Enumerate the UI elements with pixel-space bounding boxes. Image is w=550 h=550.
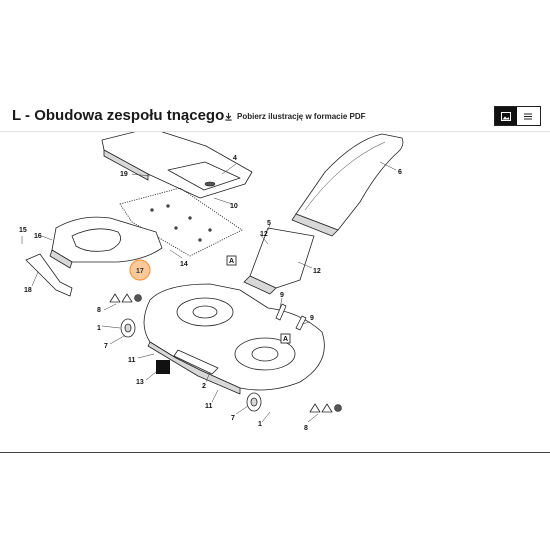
part-label-7a[interactable]: 7 <box>104 343 108 350</box>
footer-divider <box>0 452 550 453</box>
part-label-7b[interactable]: 7 <box>231 415 235 422</box>
part-label-10[interactable]: 10 <box>230 203 238 210</box>
part-label-15[interactable]: 15 <box>19 227 27 234</box>
highlight-marker[interactable] <box>129 259 151 281</box>
small-chute[interactable] <box>243 227 315 295</box>
part-label-5[interactable]: 5 <box>267 220 271 227</box>
header-divider <box>0 131 550 132</box>
part-label-18[interactable]: 18 <box>24 287 32 294</box>
part-label-14[interactable]: 14 <box>180 261 188 268</box>
part-label-16[interactable]: 16 <box>34 233 42 240</box>
download-pdf-link[interactable]: Pobierz ilustrację w formacie PDF <box>224 112 365 121</box>
reference-mark-a2: A <box>280 333 291 344</box>
part-label-6[interactable]: 6 <box>398 169 402 176</box>
part-label-12b[interactable]: 12 <box>313 268 321 275</box>
list-view-button[interactable] <box>517 107 539 125</box>
reference-mark-a1: A <box>226 255 237 266</box>
part-label-9a[interactable]: 9 <box>280 292 284 299</box>
page-title: L - Obudowa zespołu tnącego <box>12 107 225 124</box>
warning-decal[interactable] <box>156 360 170 374</box>
warning-triangles-bottom <box>309 403 342 413</box>
part-label-19[interactable]: 19 <box>120 171 128 178</box>
view-toggle <box>494 106 541 126</box>
mower-deck[interactable] <box>143 283 325 395</box>
reference-mark-a1-text: A <box>229 258 234 265</box>
part-label-11b[interactable]: 11 <box>205 403 213 410</box>
side-deflector[interactable] <box>49 216 163 269</box>
reference-mark-a2-text: A <box>283 336 288 343</box>
part-label-1a[interactable]: 1 <box>97 325 101 332</box>
part-label-1b[interactable]: 1 <box>258 421 262 428</box>
gasket-plate[interactable] <box>119 187 243 257</box>
download-icon <box>225 112 232 121</box>
deck-wheel-right[interactable] <box>246 392 262 412</box>
warning-triangles-top <box>109 293 142 303</box>
stiffener-bar[interactable] <box>173 349 219 375</box>
part-label-9b[interactable]: 9 <box>310 315 314 322</box>
part-label-12a[interactable]: 12 <box>260 231 268 238</box>
leader-lines <box>21 161 397 423</box>
mounting-bracket[interactable] <box>25 253 73 297</box>
part-label-11a[interactable]: 11 <box>128 357 136 364</box>
part-label-4[interactable]: 4 <box>233 155 237 162</box>
download-pdf-label: Pobierz ilustrację w formacie PDF <box>237 112 366 121</box>
pivot-pin-2[interactable] <box>295 315 307 331</box>
deck-wheel-left[interactable] <box>120 318 136 338</box>
upper-cover[interactable] <box>101 132 253 199</box>
part-label-8b[interactable]: 8 <box>304 425 308 432</box>
part-label-8a[interactable]: 8 <box>97 307 101 314</box>
image-view-button[interactable] <box>495 107 517 125</box>
pivot-pin[interactable] <box>275 303 287 321</box>
list-view-icon <box>524 113 532 119</box>
part-label-13[interactable]: 13 <box>136 379 144 386</box>
discharge-chute[interactable] <box>291 133 404 237</box>
parts-diagram: 17 19 4 10 6 5 12 12 14 15 16 18 8 1 7 1… <box>19 132 404 432</box>
page-header: L - Obudowa zespołu tnącego Pobierz ilus… <box>0 104 550 130</box>
part-label-17[interactable]: 17 <box>136 268 144 275</box>
part-label-2[interactable]: 2 <box>202 383 206 390</box>
image-view-icon <box>501 111 511 121</box>
